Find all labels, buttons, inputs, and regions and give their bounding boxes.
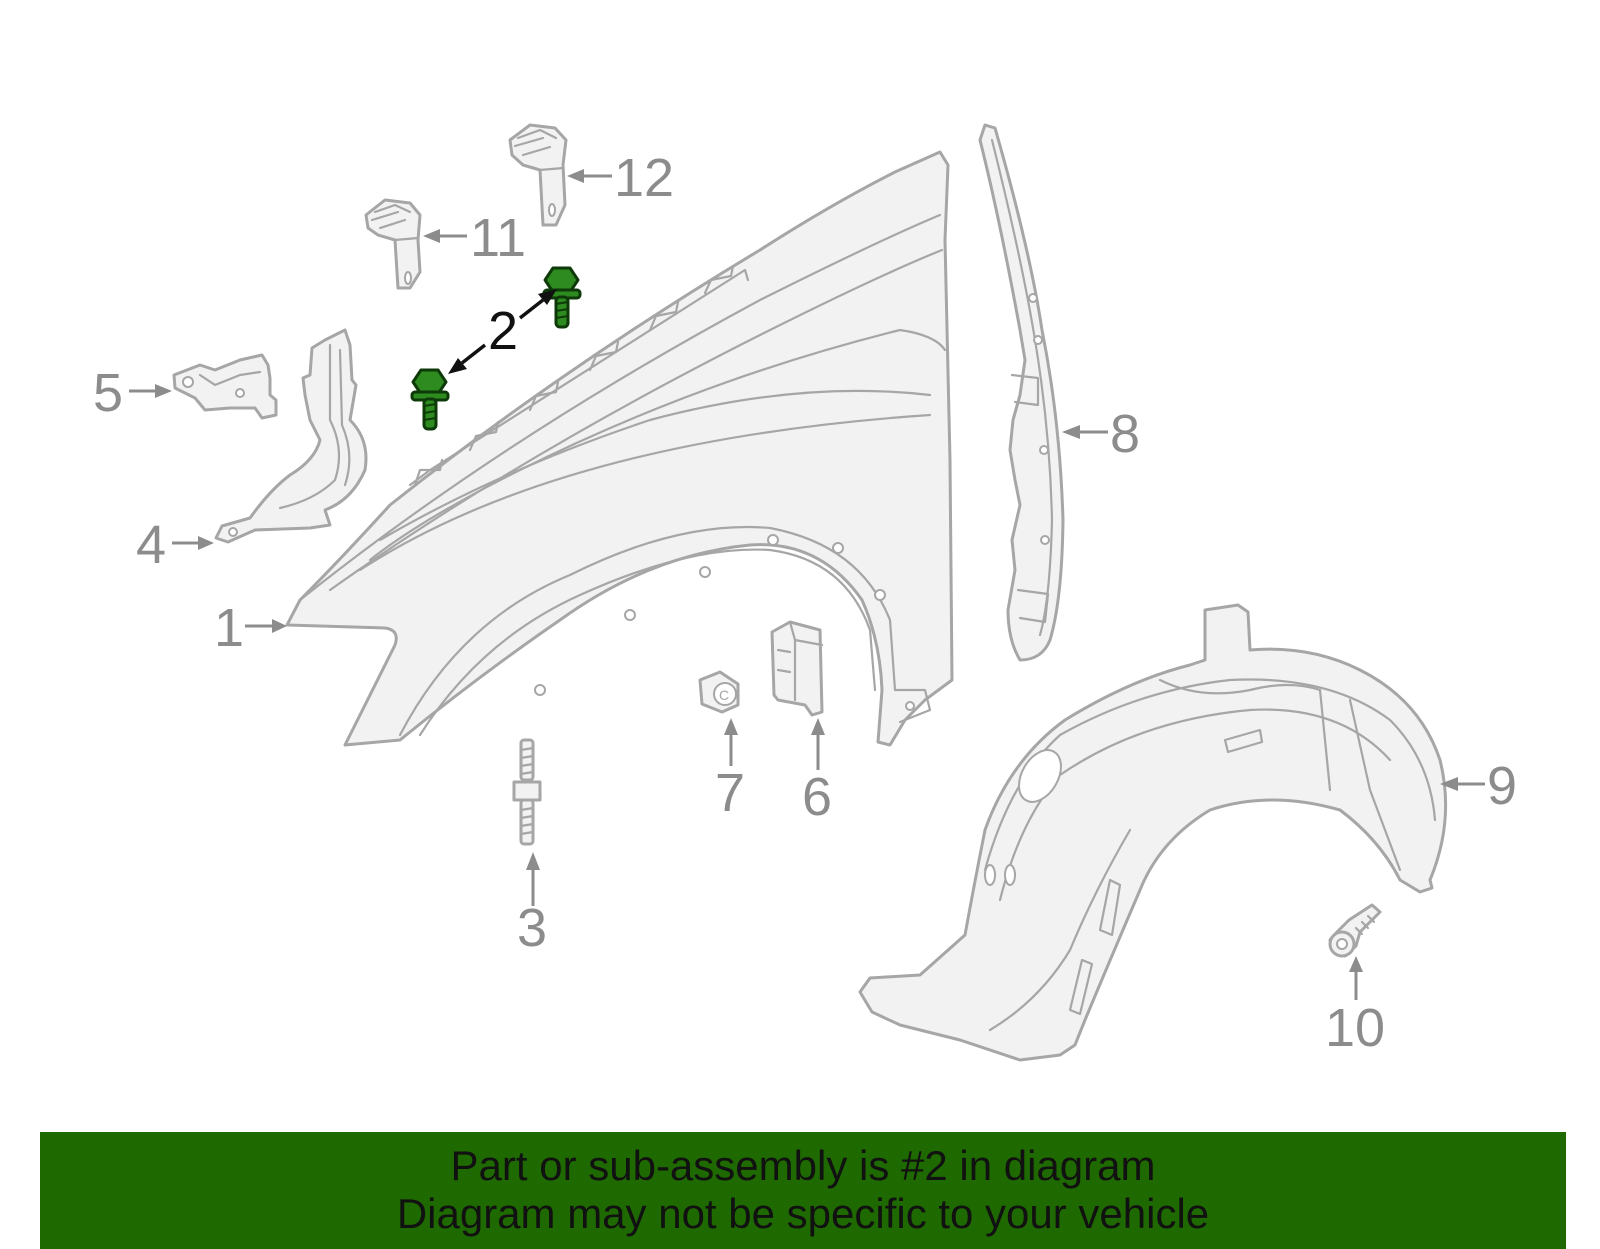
callout-8: 8 [1110, 404, 1140, 464]
callout-6: 6 [802, 767, 832, 827]
callout-12: 12 [614, 148, 674, 208]
callout-7: 7 [715, 763, 745, 823]
part-4-bracket[interactable] [214, 328, 368, 544]
fender-mount-tabs [413, 264, 735, 487]
callout-1: 1 [214, 598, 244, 658]
part-9-liner[interactable] [858, 603, 1448, 1062]
banner-line-disclaimer: Diagram may not be specific to your vehi… [396, 1190, 1210, 1237]
leaders [129, 169, 1485, 1000]
part-10-screw[interactable] [1328, 903, 1382, 958]
part-12-clip[interactable] [508, 123, 568, 227]
fender-arch-holes [534, 534, 886, 696]
part-2-bolt-upper[interactable] [542, 266, 582, 329]
svg-text:C: C [719, 687, 729, 703]
callout-3: 3 [517, 898, 547, 958]
callout-5: 5 [93, 363, 123, 423]
part-8-seal[interactable] [978, 123, 1065, 662]
callout-9: 9 [1487, 756, 1517, 816]
callout-10: 10 [1325, 998, 1385, 1058]
part-3-stud[interactable] [512, 738, 542, 846]
part-2-bolt-lower[interactable] [410, 368, 450, 431]
part-6-bracket[interactable] [770, 620, 824, 717]
callout-2[interactable]: 2 [488, 301, 518, 361]
banner-line-part: Part or sub-assembly is #2 in diagram [450, 1142, 1156, 1189]
callout-labels: 1 2 3 4 5 6 7 8 9 10 11 12 [93, 148, 1517, 1058]
info-banner: Part or sub-assembly is #2 in diagram Di… [40, 1132, 1566, 1249]
part-7-nut[interactable]: C [698, 670, 740, 714]
part-11-clip[interactable] [364, 198, 422, 290]
part-5-bracket[interactable] [172, 353, 278, 420]
callout-11: 11 [470, 208, 526, 268]
callout-4: 4 [136, 515, 166, 575]
part-1-fender[interactable] [285, 150, 954, 747]
